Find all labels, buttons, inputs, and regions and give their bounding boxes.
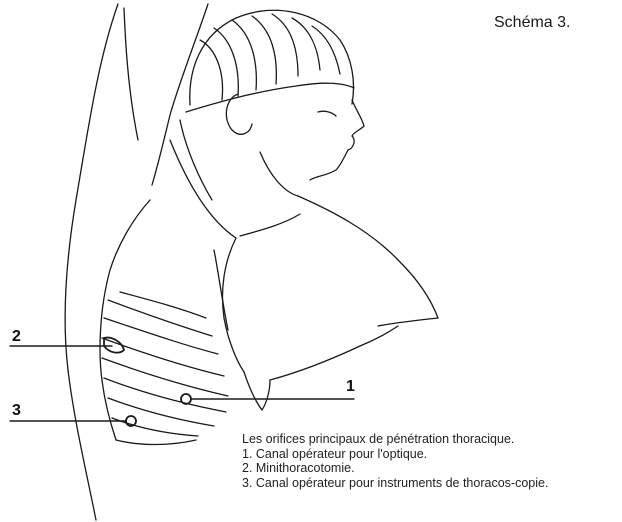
caption-heading: Les orifices principaux de pénétration t…: [242, 432, 617, 447]
leader-lines: [10, 346, 354, 421]
neck-shoulder: [170, 120, 438, 326]
head: [186, 10, 364, 180]
marker-label-1: 1: [346, 378, 355, 396]
marker-label-3: 3: [12, 402, 21, 420]
raised-arm: [65, 4, 208, 520]
caption-item: 2. Minithoracotomie.: [242, 461, 617, 476]
incision-sites: [104, 338, 191, 426]
caption-item: 1. Canal opérateur pour l'optique.: [242, 447, 617, 462]
ribs: [102, 292, 228, 436]
torso: [100, 200, 398, 445]
caption-item: 3. Canal opérateur pour instruments de t…: [242, 476, 617, 491]
figure-caption: Les orifices principaux de pénétration t…: [242, 432, 617, 490]
marker-label-2: 2: [12, 328, 21, 346]
figure-title: Schéma 3.: [494, 14, 570, 32]
optical-port-marker: [181, 394, 191, 404]
